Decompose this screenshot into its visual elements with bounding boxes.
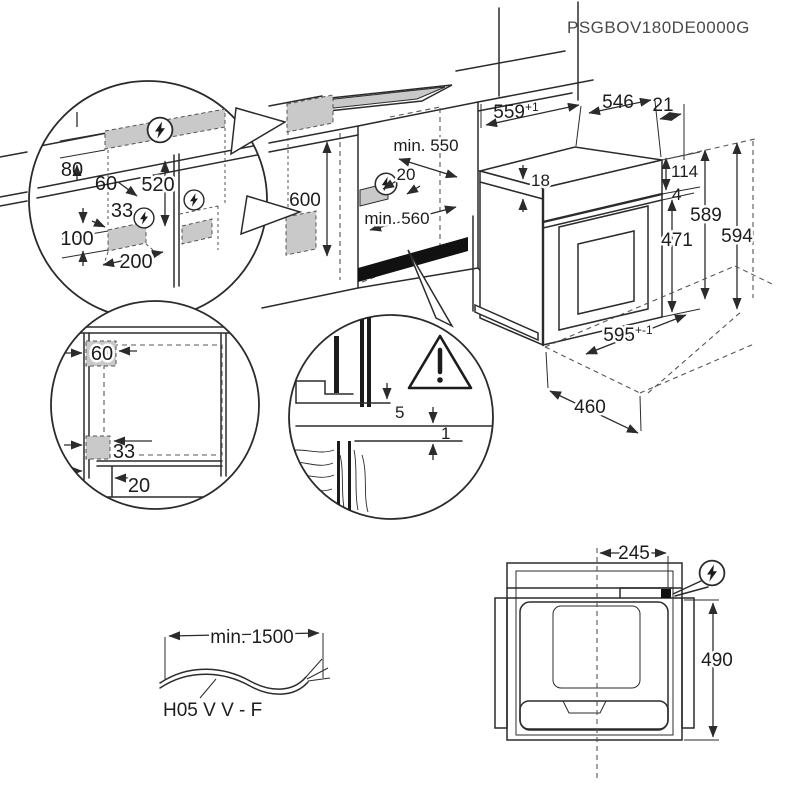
side-zone-magnified [181, 218, 213, 245]
dim-label-d-460: 460 [574, 397, 606, 418]
leader-lower-zone [240, 195, 303, 236]
oven-front [542, 159, 663, 346]
lightning-icon [183, 189, 205, 211]
cabinet-dimensions: 600 min. 550 20 min. 560 [289, 134, 461, 257]
dim-label-gap-4: 4 [672, 185, 681, 204]
dim-label-w-595: 595+-1 [603, 323, 653, 346]
wood-grain [289, 441, 369, 513]
oven-top-view: 245 490 [494, 541, 735, 778]
warning-icon [407, 334, 473, 390]
cable-type-label: H05 V V - F [163, 700, 262, 721]
mains-cable: min. 1500 H05 V V - F [159, 625, 331, 721]
detail-circle-front-view: 60 33 20 [50, 300, 260, 510]
dim-label-niche-w: 559+1 [493, 100, 539, 123]
dim-label-h-594: 594 [721, 226, 753, 247]
control-panel-line [541, 192, 664, 224]
terminal-box [661, 589, 671, 598]
dim-label-offset-33: 33 [111, 200, 133, 222]
lightning-icon [698, 559, 726, 587]
leader-upper-zone [230, 107, 287, 156]
upper-connection-zone [286, 94, 334, 133]
dim-label-height-100: 100 [60, 228, 93, 250]
floor-projection [544, 265, 773, 394]
lower-zone-magnified [107, 221, 147, 252]
oven-handle [474, 303, 539, 342]
cable-length-label: min. 1500 [210, 627, 293, 648]
dim-label-niche-height: 600 [289, 190, 321, 211]
document-code: PSGBOV180DE0000G [567, 18, 750, 37]
detail-circle-gap: 5 1 [288, 314, 494, 520]
dim-label-offset-20: 20 [397, 165, 416, 184]
wire-ends [305, 658, 331, 682]
dim-label-height-above: 80 [61, 159, 83, 181]
leader-gap-detail [407, 249, 454, 328]
left-trim [494, 597, 508, 729]
dim-label-panel-114: 114 [671, 162, 698, 181]
oven-dimensions: 559+1 546 21 18 114 4 471 589 594 595+-1 [480, 92, 773, 434]
dim-label-niche-width: min. 560 [364, 209, 429, 228]
wall-unit-edges [498, 1, 579, 101]
dim-label-h-589: 589 [690, 205, 722, 226]
front-zone-60 [85, 340, 117, 367]
gap-dim-1: 1 [441, 424, 450, 443]
front-dim-60: 60 [91, 343, 113, 365]
dim-label-gap-21: 21 [652, 95, 673, 116]
dim-label-top-18: 18 [531, 171, 550, 190]
dim-label-depth-546: 546 [602, 92, 634, 113]
dim-label-drop-520: 520 [141, 174, 174, 196]
callout-leaders [230, 107, 454, 328]
front-dim-33: 33 [113, 441, 135, 463]
lower-connection-zone [285, 210, 317, 256]
dim-label-center-245: 245 [618, 543, 650, 564]
dim-label-depth-490: 490 [701, 650, 733, 671]
oven-door-window [577, 230, 635, 315]
lightning-icon [374, 172, 398, 196]
lightning-icon [133, 207, 155, 229]
detail-circle-zones: 80 60 520 33 100 200 [28, 80, 268, 320]
lightning-icon [146, 116, 174, 144]
counter-lines [0, 1, 594, 207]
cavity-outline [519, 601, 669, 731]
front-dim-20: 20 [128, 475, 150, 497]
oven-door [558, 205, 649, 331]
dim-label-width-200: 200 [119, 251, 152, 273]
gap-dim-5: 5 [395, 403, 404, 422]
front-zone-33 [85, 435, 111, 460]
right-trim [681, 597, 695, 729]
dim-label-niche-depth: min. 550 [393, 136, 458, 155]
dim-label-door-471: 471 [661, 230, 693, 251]
oven [472, 146, 664, 347]
dim-label-offset-60: 60 [95, 173, 117, 195]
cabinet-connection-zones [285, 94, 334, 256]
